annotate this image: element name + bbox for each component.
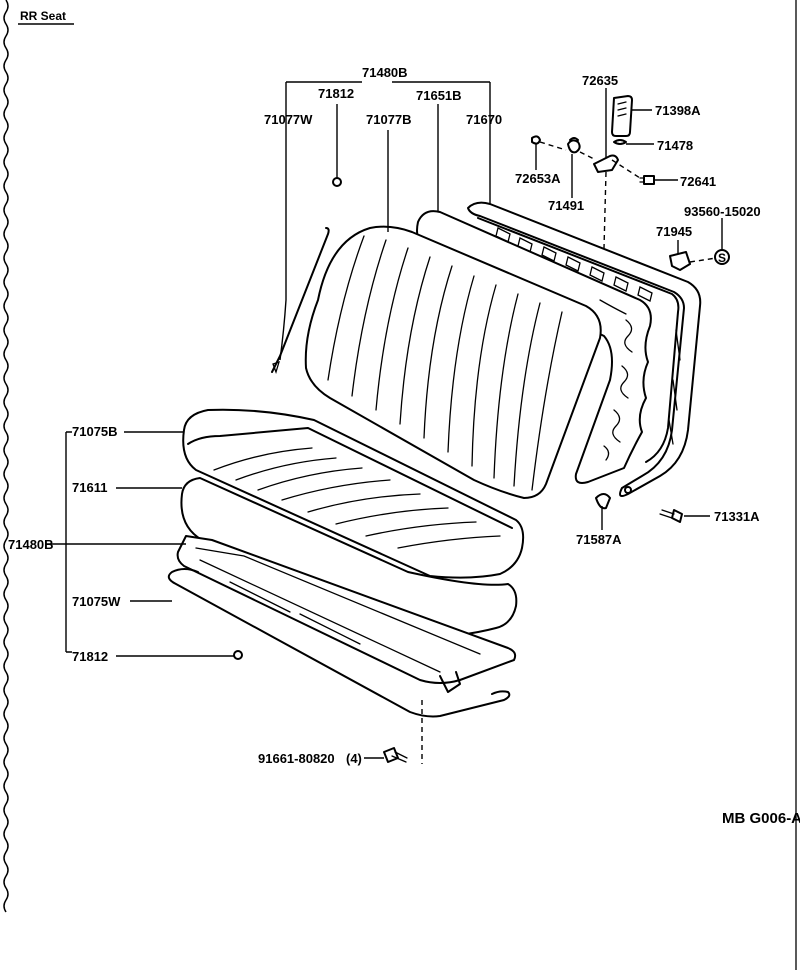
- hinge-dash-lines: [539, 141, 717, 263]
- label-71945: 71945: [656, 224, 692, 239]
- seat-cushion-wire: [167, 568, 511, 718]
- label-71491: 71491: [548, 198, 584, 213]
- cushion-bolt: [383, 747, 408, 763]
- label-91661-quantity: (4): [346, 751, 362, 766]
- seat-back-wire-end: [272, 360, 280, 375]
- label-71331A: 71331A: [714, 509, 760, 524]
- leader-lines: [46, 81, 723, 759]
- seat-back-cover: [304, 225, 602, 499]
- hog-ring-clip-bottom: [233, 650, 243, 660]
- label-71077W: 71077W: [264, 112, 313, 127]
- figure-code: MB G006-A: [722, 810, 800, 827]
- label-71480B-top: 71480B: [362, 65, 408, 80]
- label-93560-15020: 93560-15020: [684, 204, 761, 219]
- label-71611: 71611: [72, 480, 107, 495]
- nut-72653A: [531, 135, 541, 145]
- page-left-edge: [3, 0, 9, 913]
- label-71480B-left: 71480B: [8, 537, 54, 552]
- label-71670: 71670: [466, 112, 502, 127]
- clip-71945: [669, 251, 691, 271]
- bushing-71491: [567, 137, 581, 154]
- fastener-s-mark: S: [718, 251, 726, 265]
- seat-cushion-frame: [176, 535, 517, 693]
- label-71651B: 71651B: [416, 88, 462, 103]
- bolt-72641: [639, 175, 655, 185]
- label-71812-bottom: 71812: [72, 649, 108, 664]
- label-72653A: 72653A: [515, 171, 561, 186]
- clip-71587A: [595, 493, 611, 510]
- label-71075B: 71075B: [72, 424, 118, 439]
- bolt-71331A: [659, 509, 683, 523]
- label-71812-top: 71812: [318, 86, 354, 101]
- hog-ring-clip-top: [332, 177, 342, 187]
- hinge-cover-71398A: [611, 95, 633, 137]
- label-71077B: 71077B: [366, 112, 412, 127]
- label-72635: 72635: [582, 73, 618, 88]
- washer-71478: [613, 139, 627, 145]
- label-71478: 71478: [657, 138, 693, 153]
- label-72641: 72641: [680, 174, 716, 189]
- hinge-bracket-72635: [593, 154, 619, 173]
- label-71075W: 71075W: [72, 594, 121, 609]
- label-91661-80820: 91661-80820: [258, 751, 335, 766]
- diagram-title: RR Seat: [20, 9, 66, 23]
- label-71587A: 71587A: [576, 532, 622, 547]
- label-71398A: 71398A: [655, 103, 701, 118]
- seat-back-pad: [416, 210, 652, 484]
